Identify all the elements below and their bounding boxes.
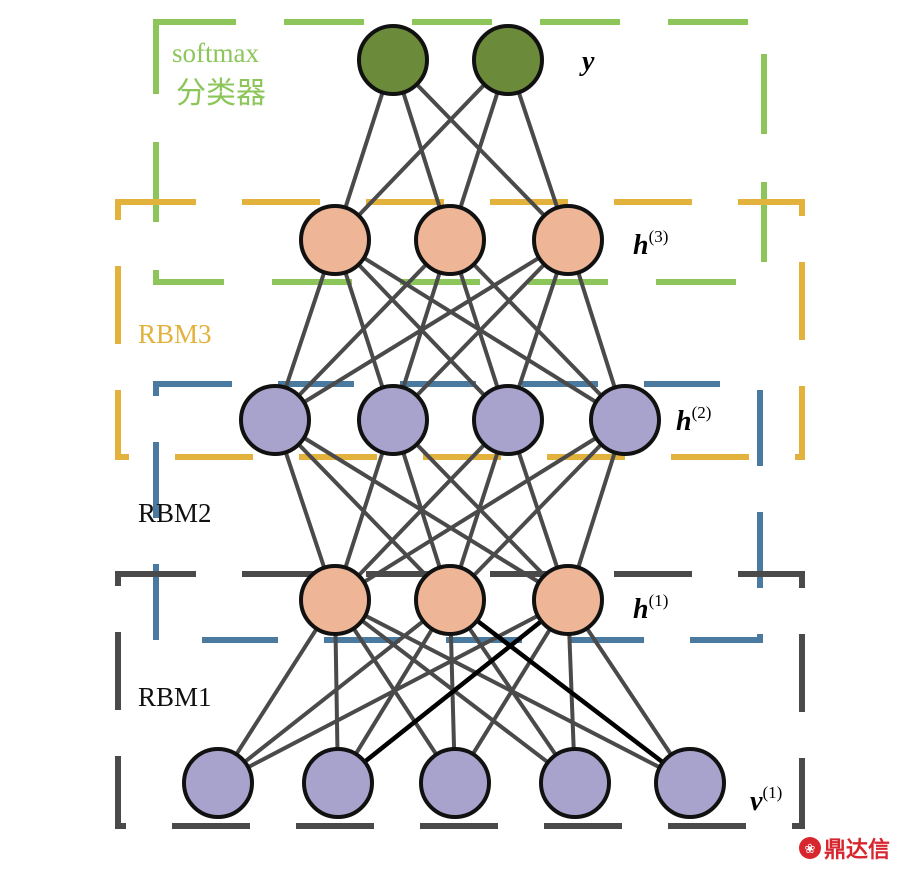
node-h1-2 [532, 564, 604, 636]
node-v1-0 [182, 747, 254, 819]
watermark-icon [799, 837, 821, 859]
v1-base: v [750, 786, 763, 817]
softmax-box [153, 19, 767, 285]
node-h2-3 [589, 384, 661, 456]
h2-sup: (2) [692, 403, 712, 422]
h1-base: h [633, 594, 649, 625]
rbm2-label: RBM2 [138, 498, 212, 528]
node-h1-1 [414, 564, 486, 636]
h3-sup: (3) [649, 227, 669, 246]
edge-h1-2-v1-0 [217, 598, 569, 785]
node-h2-2 [472, 384, 544, 456]
v1-label: v(1) [750, 783, 782, 817]
h2-label: h(2) [676, 403, 711, 437]
softmax-label: softmax [172, 38, 259, 68]
edge-h2-3-h1-0 [333, 418, 627, 602]
highlight-edges [336, 598, 692, 785]
node-h3-0 [299, 204, 371, 276]
edge-h1-0-v1-0 [216, 598, 337, 785]
watermark-logo: ❀ 鼎达信 [799, 837, 890, 863]
watermark-icon-glyph: ❀ [805, 842, 816, 857]
node-v1-2 [419, 747, 491, 819]
node-h1-0 [299, 564, 371, 636]
edge-h3-2-h2-0 [273, 238, 570, 422]
edge-h3-2-h2-1 [391, 238, 570, 422]
v1-sup: (1) [762, 783, 782, 802]
classifier-label: 分类器 [176, 76, 266, 111]
rbm3-box [115, 199, 805, 460]
edge-h2-2-h1-0 [333, 418, 510, 602]
edge-h1-2-v1-4 [566, 598, 692, 785]
edge-y-1-h3-0 [333, 58, 510, 242]
y-label: y [579, 46, 595, 77]
nodes [182, 24, 726, 819]
h3-label: h(3) [633, 227, 668, 261]
edge-highlight-h1-1-v1-4 [448, 598, 692, 785]
h3-base: h [633, 230, 649, 261]
node-y-0 [357, 24, 429, 96]
rbm2-box [153, 381, 763, 643]
node-h3-1 [414, 204, 486, 276]
node-y-1 [472, 24, 544, 96]
h2-base: h [676, 406, 692, 437]
node-h2-0 [239, 384, 311, 456]
edge-h1-1-v1-0 [216, 598, 452, 785]
node-v1-3 [539, 747, 611, 819]
h1-label: h(1) [633, 591, 668, 625]
edge-h2-3-h1-1 [448, 418, 627, 602]
rbm1-box [115, 571, 805, 829]
node-h3-2 [532, 204, 604, 276]
node-v1-1 [302, 747, 374, 819]
h1-sup: (1) [649, 591, 669, 610]
node-v1-4 [654, 747, 726, 819]
watermark-text: 鼎达信 [824, 837, 890, 863]
node-h2-1 [357, 384, 429, 456]
rbm1-label: RBM1 [138, 682, 212, 712]
rbm3-label: RBM3 [138, 319, 212, 349]
edge-highlight-h1-2-v1-1 [336, 598, 570, 785]
edge-h3-1-h2-0 [273, 238, 452, 422]
